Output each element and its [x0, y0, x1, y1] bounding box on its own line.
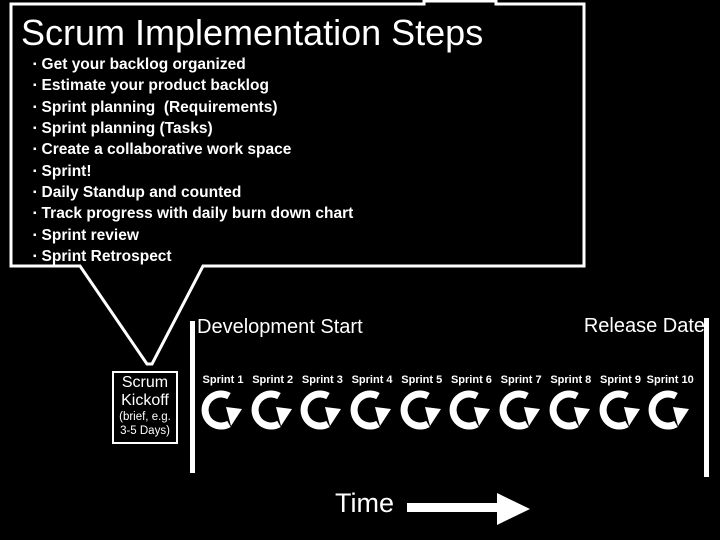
sprint-cycle-arrow-icon	[350, 390, 392, 430]
scrum-kickoff-box: Scrum Kickoff (brief, e.g. 3-5 Days)	[112, 371, 178, 444]
step-item: ▪ Track progress with daily burn down cha…	[33, 204, 353, 225]
step-text: Daily Standup and counted	[41, 184, 242, 202]
sprint-label: Sprint 1	[202, 374, 244, 386]
step-item: ▪ Sprint Retrospect	[33, 247, 353, 268]
step-item: ▪ Sprint planning (Tasks)	[33, 119, 353, 140]
step-text: Sprint Retrospect	[41, 248, 172, 266]
sprint-label: Sprint 2	[252, 374, 294, 386]
bullet-square-icon: ▪	[33, 251, 37, 263]
bullet-square-icon: ▪	[33, 144, 37, 156]
step-text: Get your backlog organized	[41, 56, 246, 73]
sprint-cell: Sprint 8	[547, 374, 597, 436]
bullet-square-icon: ▪	[33, 165, 37, 177]
sprint-cycle-arrow-icon	[499, 390, 541, 430]
sprint-label: Sprint 5	[401, 374, 443, 386]
time-label: Time	[335, 488, 394, 518]
bullet-square-icon: ▪	[33, 123, 37, 135]
step-text: Sprint!	[41, 162, 92, 180]
sprint-cell: Sprint 3	[298, 374, 348, 436]
step-text: Sprint planning (Requirements)	[41, 98, 278, 116]
step-text: Create a collaborative work space	[41, 141, 292, 159]
time-arrow-head-icon	[497, 493, 530, 525]
bullet-square-icon: ▪	[33, 229, 37, 241]
sprint-label: Sprint 10	[646, 374, 694, 386]
step-item: ▪ Create a collaborative work space	[33, 140, 353, 161]
step-item: ▪ Get your backlog organized	[33, 55, 353, 76]
sprint-cycle-arrow-icon	[599, 390, 640, 430]
step-item: ▪ Sprint!	[33, 162, 353, 183]
step-text: Estimate your product backlog	[41, 77, 269, 95]
sprint-cell: Sprint 2	[249, 374, 299, 436]
sprint-label: Sprint 3	[301, 374, 343, 386]
step-item: ▪ Daily Standup and counted	[33, 183, 353, 204]
release-date-label: Release Date	[583, 315, 705, 337]
kickoff-line1: Scrum	[121, 374, 169, 391]
bullet-square-icon: ▪	[33, 59, 37, 70]
bullet-square-icon: ▪	[33, 101, 37, 113]
sprint-row: Sprint 1 Sprint 2 Sprint 3	[199, 374, 697, 436]
sprint-cycle-arrow-icon	[450, 390, 491, 430]
sprint-label: Sprint 4	[351, 374, 393, 386]
sprint-cell: Sprint 9	[597, 374, 647, 436]
sprint-cycle-arrow-icon	[201, 390, 242, 430]
release-date-line	[704, 318, 709, 477]
time-arrow-bar	[407, 503, 499, 512]
step-item: ▪ Sprint planning (Requirements)	[33, 98, 353, 119]
speech-bubble-outline	[9, 0, 586, 366]
bullet-square-icon: ▪	[33, 187, 37, 199]
sprint-cycle-arrow-icon	[251, 390, 292, 430]
development-start-label: Development Start	[197, 316, 363, 338]
sprint-cell: Sprint 4	[348, 374, 398, 436]
sprint-cycle-arrow-icon	[301, 390, 342, 430]
sprint-cycle-arrow-icon	[549, 390, 590, 430]
sprint-label: Sprint 6	[450, 374, 492, 386]
bullet-square-icon: ▪	[33, 80, 37, 92]
step-item: ▪ Estimate your product backlog	[33, 76, 353, 97]
sprint-cycle-arrow-icon	[400, 390, 441, 430]
slide-title: Scrum Implementation Steps	[21, 12, 484, 53]
sprint-cell: Sprint 1	[199, 374, 249, 436]
bullet-square-icon: ▪	[33, 208, 37, 220]
sprint-cell: Sprint 7	[497, 374, 547, 436]
kickoff-note1: (brief, e.g.	[119, 411, 171, 423]
development-start-line	[190, 321, 195, 473]
sprint-cell: Sprint 10	[646, 374, 696, 436]
step-text: Sprint review	[41, 226, 139, 244]
step-text: Track progress with daily burn down char…	[41, 205, 354, 223]
kickoff-line2: Kickoff	[121, 392, 169, 409]
sprint-label: Sprint 8	[550, 374, 592, 386]
sprint-cell: Sprint 6	[447, 374, 497, 436]
sprint-cycle-arrow-icon	[648, 390, 690, 430]
step-text: Sprint planning (Tasks)	[41, 120, 213, 138]
sprint-label: Sprint 7	[500, 374, 542, 386]
step-item: ▪ Sprint review	[33, 226, 353, 247]
kickoff-note2: 3-5 Days)	[120, 425, 170, 437]
sprint-cell: Sprint 5	[398, 374, 448, 436]
steps-list: ▪ Get your backlog organized ▪ Estimate yo…	[33, 55, 353, 268]
sprint-label: Sprint 9	[600, 374, 641, 386]
